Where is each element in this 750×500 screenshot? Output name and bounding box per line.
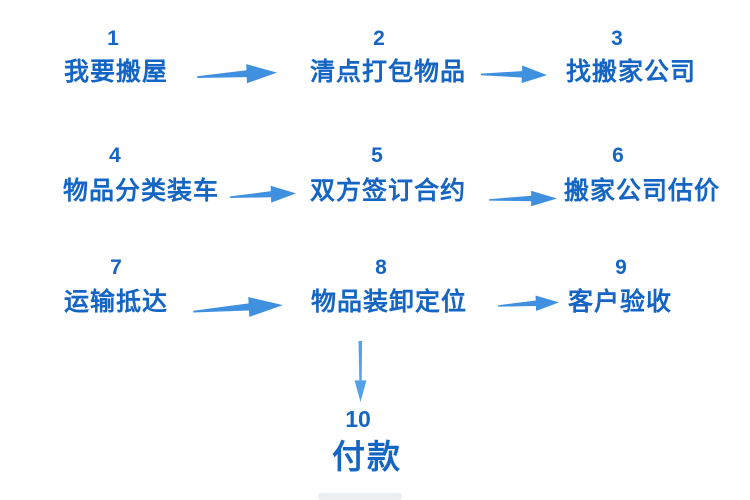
arrow-right-icon (230, 185, 296, 203)
step-7-number: 7 (110, 256, 122, 279)
step-4-label: 物品分类装车 (63, 177, 220, 205)
step-5-number: 5 (371, 144, 383, 167)
step-3-number: 3 (611, 27, 623, 50)
step-10-number: 10 (345, 406, 371, 432)
step-10-label: 付款 (332, 438, 402, 475)
arrow-down-icon (354, 341, 367, 402)
arrow-right-icon (197, 64, 277, 84)
step-9-number: 9 (615, 256, 627, 279)
arrow-right-icon (193, 297, 283, 317)
cutoff-element (318, 493, 402, 500)
step-9-label: 客户验收 (568, 288, 673, 316)
arrow-right-icon (498, 295, 559, 311)
step-1-number: 1 (107, 27, 119, 50)
step-6-label: 搬家公司估价 (564, 177, 721, 205)
arrow-right-icon (489, 190, 557, 207)
step-5-label: 双方签订合约 (310, 177, 467, 205)
step-1-label: 我要搬屋 (64, 58, 169, 86)
step-6-number: 6 (612, 144, 624, 167)
arrow-right-icon (480, 65, 547, 84)
step-3-label: 找搬家公司 (566, 58, 697, 86)
step-2-number: 2 (373, 27, 385, 50)
step-8-label: 物品装卸定位 (311, 288, 468, 316)
step-4-number: 4 (109, 144, 121, 167)
step-7-label: 运输抵达 (64, 288, 169, 316)
step-2-label: 清点打包物品 (310, 58, 467, 86)
step-8-number: 8 (375, 256, 387, 279)
